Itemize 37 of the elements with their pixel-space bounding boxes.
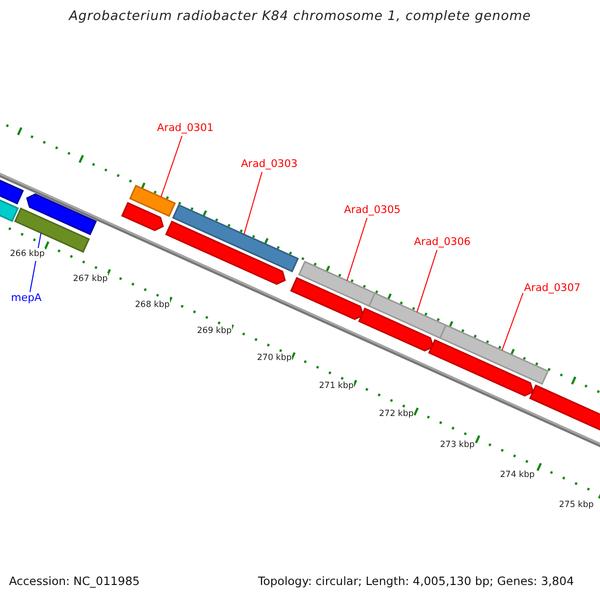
scale-label: 273 kbp (440, 439, 475, 452)
scale-label: 267 kbp (73, 273, 108, 286)
gene-block (0, 198, 19, 222)
gene-block (129, 184, 176, 217)
scale-label: 270 kbp (257, 352, 292, 365)
gene-label: Arad_0301 (157, 122, 214, 135)
scale-label: 266 kbp (10, 248, 45, 261)
gene-label: Arad_0303 (241, 158, 298, 171)
scale-label: 272 kbp (379, 408, 414, 421)
leader-line (346, 218, 368, 282)
gene-block (290, 276, 364, 320)
scale-label: 269 kbp (197, 325, 232, 338)
gene-label: Arad_0305 (344, 204, 401, 217)
scale-label: 271 kbp (319, 380, 354, 393)
gene-label: Arad_0307 (524, 282, 581, 295)
leader-line (244, 172, 262, 235)
gene-label: mepA (11, 292, 42, 305)
diagram-title: Agrobacterium radiobacter K84 chromosome 1, complete genome (69, 10, 531, 23)
gene-block (0, 178, 24, 204)
gene-block (298, 260, 376, 307)
gene-label: Arad_0306 (414, 236, 471, 249)
gene-block (428, 339, 534, 397)
gene-block (172, 204, 299, 272)
gene-block (368, 292, 447, 339)
leader-line (416, 250, 438, 313)
footer-text: Topology: circular; Length: 4,005,130 bp; Genes: 3,804 (258, 575, 574, 588)
gene-block (439, 324, 549, 385)
gene-block (358, 308, 434, 352)
footer-text: Accession: NC_011985 (9, 575, 140, 588)
gene-block (26, 193, 97, 236)
scale-label: 268 kbp (135, 299, 170, 312)
gene-block (165, 220, 286, 285)
scale-label: 274 kbp (500, 469, 535, 482)
scale-label: 275 kbp (559, 499, 594, 512)
gene-block (121, 202, 164, 232)
leader-line (160, 136, 182, 198)
leader-line (502, 292, 524, 351)
